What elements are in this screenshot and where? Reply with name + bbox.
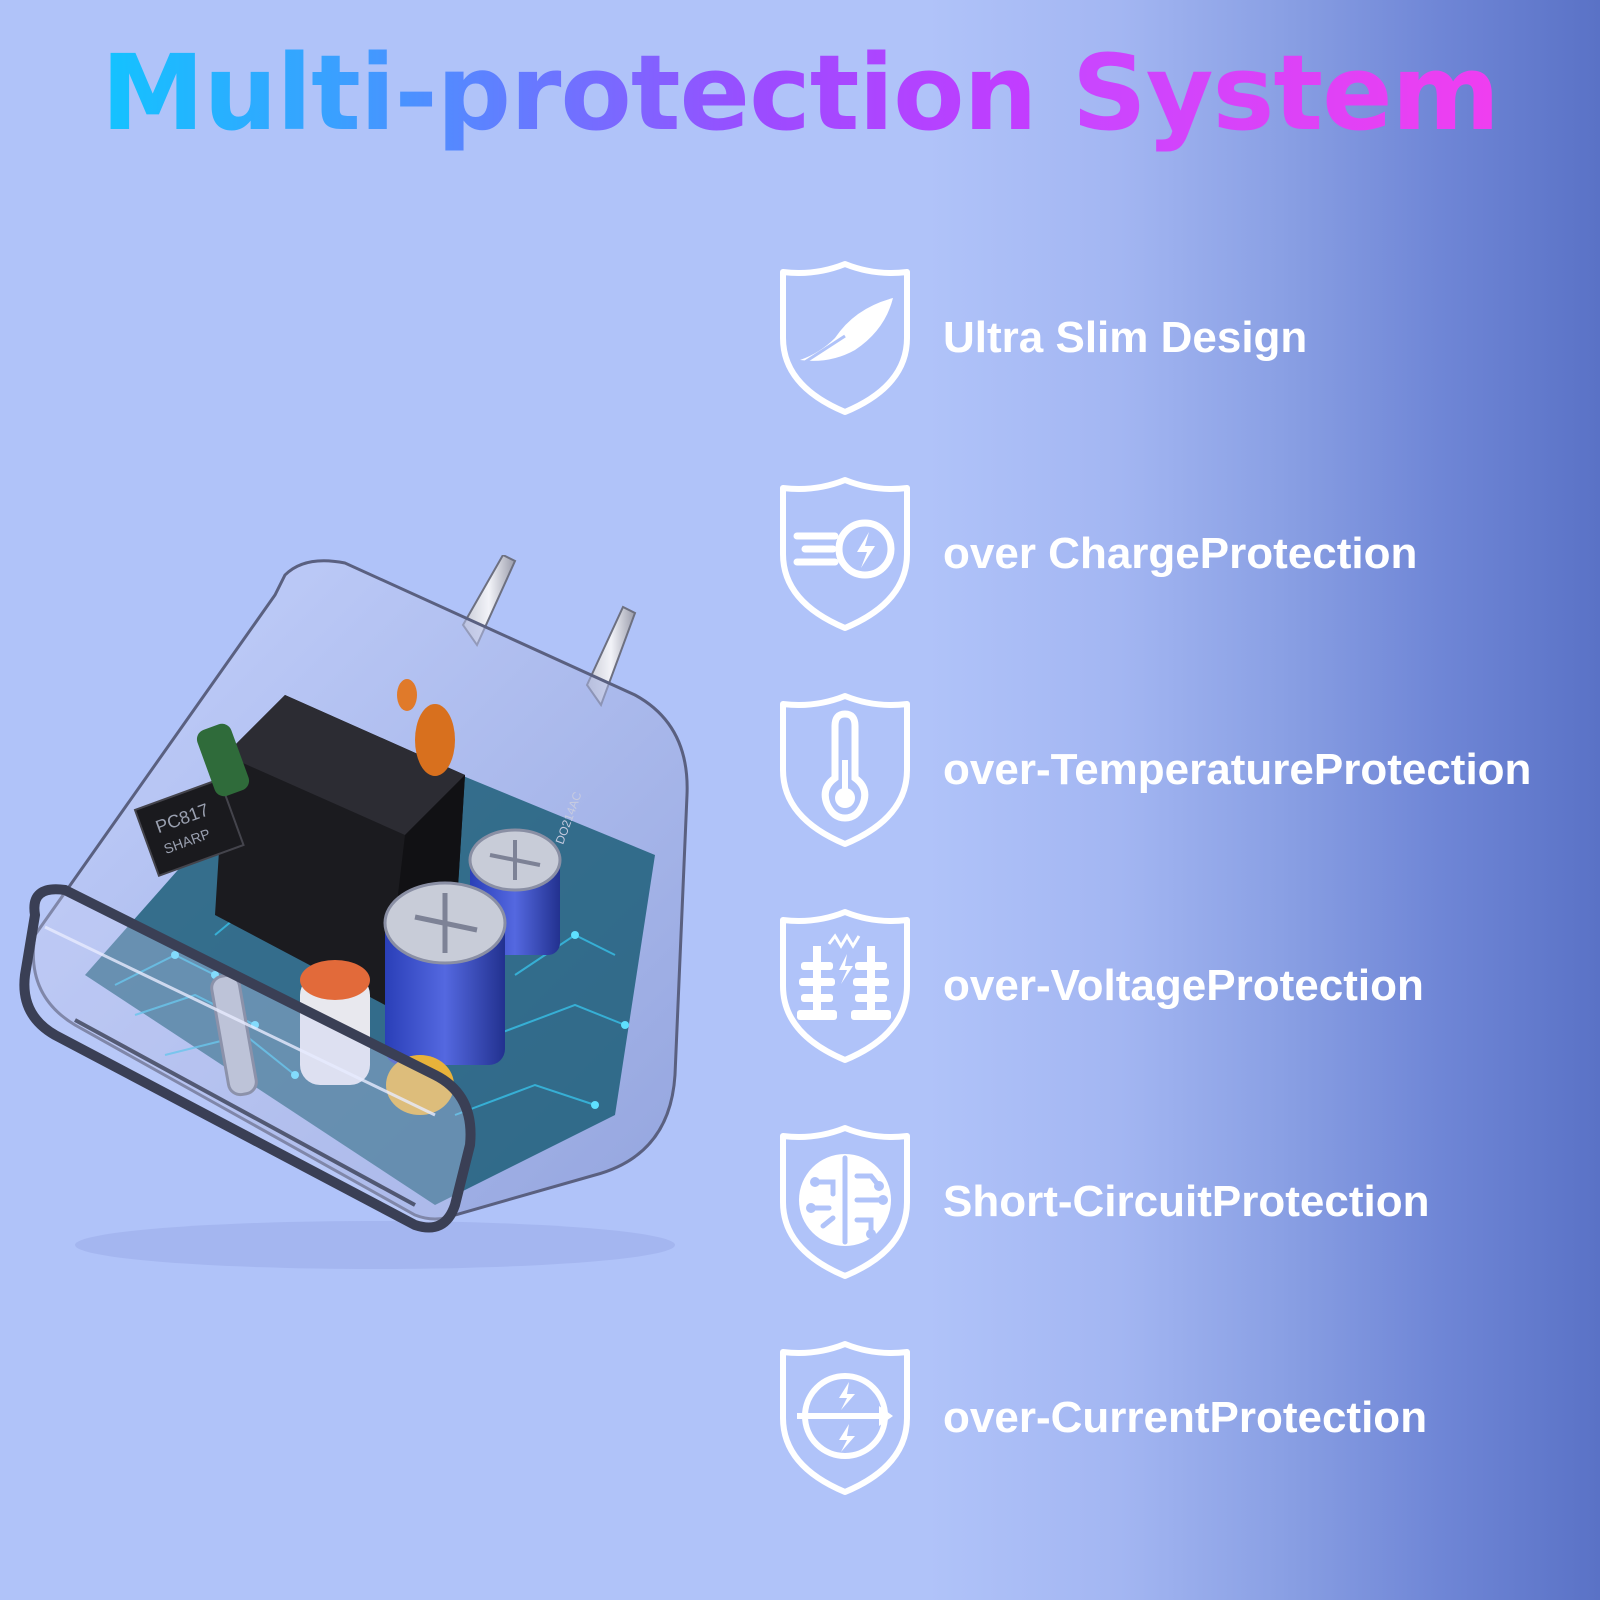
feature-item-ultra-slim: Ultra Slim Design (775, 258, 1600, 418)
feather-shield-icon (775, 258, 915, 418)
feature-item-over-temperature: over-TemperatureProtection (775, 690, 1600, 850)
charge-shield-icon (775, 474, 915, 634)
voltage-shield-icon (775, 906, 915, 1066)
feature-label: over-VoltageProtection (943, 961, 1424, 1010)
feature-label: over-CurrentProtection (943, 1393, 1428, 1442)
title-part-1: Multi-protection (100, 32, 1038, 154)
feature-item-short-circuit: Short-CircuitProtection (775, 1122, 1600, 1282)
feature-item-over-voltage: over-VoltageProtection (775, 906, 1600, 1066)
circuit-shield-icon (775, 1122, 915, 1282)
thermometer-shield-icon (775, 690, 915, 850)
feature-label: Ultra Slim Design (943, 313, 1308, 362)
charger-illustration: PC817 SHARP DO214AC (15, 555, 715, 1275)
feature-item-over-current: over-CurrentProtection (775, 1338, 1600, 1498)
feature-label: Short-CircuitProtection (943, 1177, 1430, 1226)
feature-label: over-TemperatureProtection (943, 745, 1532, 794)
title-part-2: System (1071, 32, 1500, 154)
feature-item-over-charge: over ChargeProtection (775, 474, 1600, 634)
page-title: Multi-protection System (0, 36, 1600, 150)
current-shield-icon (775, 1338, 915, 1498)
feature-label: over ChargeProtection (943, 529, 1418, 578)
charger-image: PC817 SHARP DO214AC (19, 555, 689, 1269)
